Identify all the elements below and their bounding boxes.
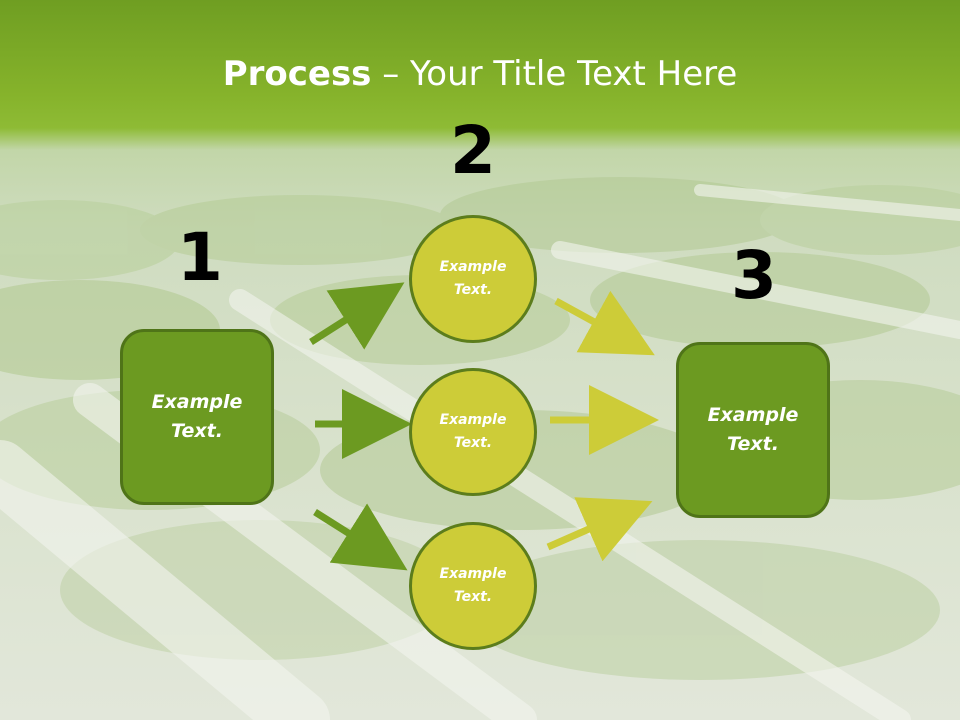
circle-bottom-label: Example Text. [439,566,507,605]
step-3-label: Example Text. [707,404,799,455]
circle-top-label: Example Text. [439,259,507,298]
step-number-3: 3 [731,237,777,314]
step-1-box: Example Text. [120,329,274,505]
title-bold: Process [222,54,372,94]
slide-title: Process – Your Title Text Here [0,54,960,94]
circle-middle-label: Example Text. [439,412,507,451]
step-1-label: Example Text. [151,391,243,442]
step-2-circle-top: Example Text. [409,215,537,343]
step-2-circle-bottom: Example Text. [409,522,537,650]
title-rest: – Your Title Text Here [371,54,738,94]
step-number-1: 1 [177,219,223,296]
step-2-circle-middle: Example Text. [409,368,537,496]
step-number-2: 2 [450,112,496,189]
step-3-box: Example Text. [676,342,830,518]
